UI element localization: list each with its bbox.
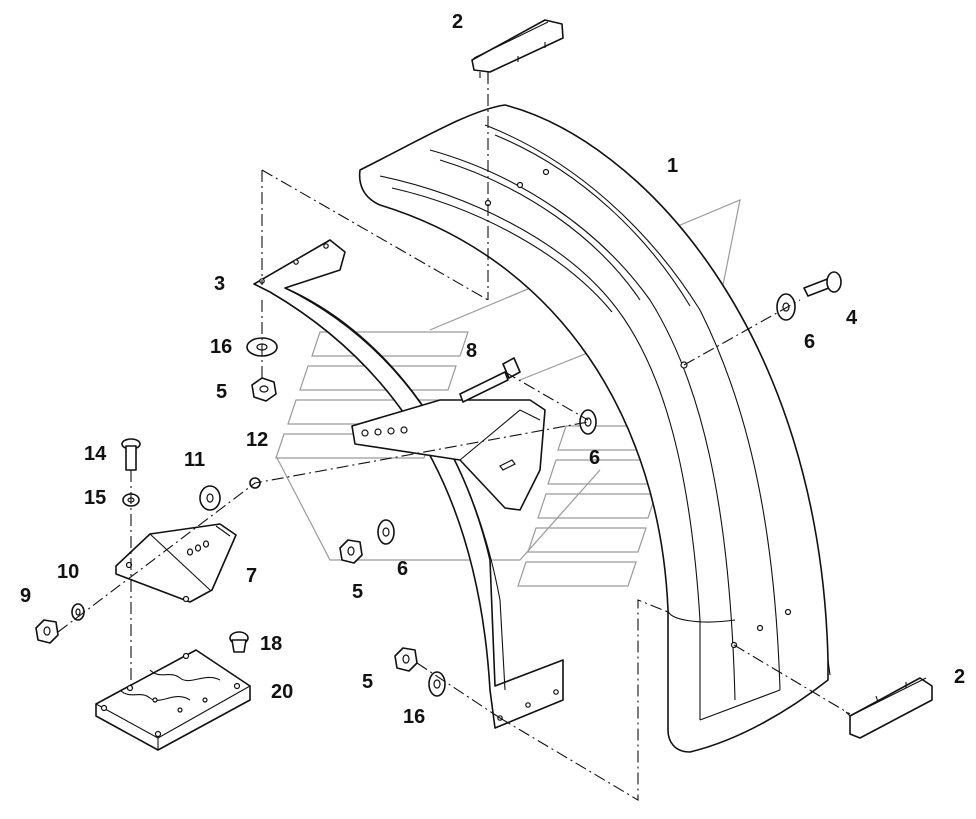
bolt-part-8 bbox=[459, 357, 521, 403]
callout-16-b: 16 bbox=[403, 706, 425, 728]
callout-12: 12 bbox=[246, 429, 268, 451]
bracket-part-7 bbox=[115, 523, 237, 603]
callout-5-a: 5 bbox=[216, 381, 227, 403]
callout-11: 11 bbox=[184, 449, 205, 471]
nut-part-5-b bbox=[339, 539, 363, 564]
callout-2-top: 2 bbox=[452, 11, 463, 33]
washer-part-6-b bbox=[579, 409, 597, 435]
washer-part-6-c bbox=[377, 519, 395, 545]
rubber-pad-part-2-top bbox=[471, 19, 564, 80]
assembly-centre-lines bbox=[57, 72, 851, 801]
plug-part-18 bbox=[229, 631, 249, 653]
callout-18: 18 bbox=[260, 633, 282, 655]
callout-5-c: 5 bbox=[362, 671, 373, 693]
callout-5-b: 5 bbox=[352, 581, 363, 603]
washer-part-11 bbox=[199, 485, 221, 511]
bolt-part-14 bbox=[121, 438, 141, 471]
fender-part-1 bbox=[358, 104, 831, 753]
callout-6-b: 6 bbox=[589, 447, 600, 469]
callout-4: 4 bbox=[846, 307, 858, 329]
nut-part-5-a bbox=[251, 377, 277, 402]
callout-14: 14 bbox=[84, 443, 107, 465]
nut-part-5-c bbox=[394, 647, 418, 672]
callout-20: 20 bbox=[271, 681, 293, 703]
callout-1: 1 bbox=[667, 155, 678, 177]
callout-7: 7 bbox=[246, 565, 257, 587]
callout-6-c: 6 bbox=[397, 558, 408, 580]
callout-15: 15 bbox=[84, 487, 106, 509]
washer-part-16-b bbox=[428, 671, 446, 697]
callout-6-a: 6 bbox=[804, 331, 815, 353]
callout-10: 10 bbox=[57, 561, 79, 583]
callout-9: 9 bbox=[20, 585, 31, 607]
washer-part-6-a bbox=[776, 293, 796, 321]
callout-16-a: 16 bbox=[210, 336, 232, 358]
callout-2-bottom: 2 bbox=[954, 666, 965, 688]
nut-part-9 bbox=[35, 619, 59, 644]
rubber-pad-part-2-bottom bbox=[845, 677, 933, 739]
callout-labels: 2 1 3 4 6 16 8 5 12 6 14 11 15 10 7 6 5 … bbox=[20, 11, 965, 728]
base-block-part-20 bbox=[95, 649, 251, 751]
mounting-plate-part-12 bbox=[351, 399, 546, 511]
bolt-part-4 bbox=[803, 271, 842, 297]
callout-3: 3 bbox=[214, 273, 225, 295]
washer-part-10 bbox=[71, 603, 85, 621]
callout-8: 8 bbox=[466, 340, 477, 362]
